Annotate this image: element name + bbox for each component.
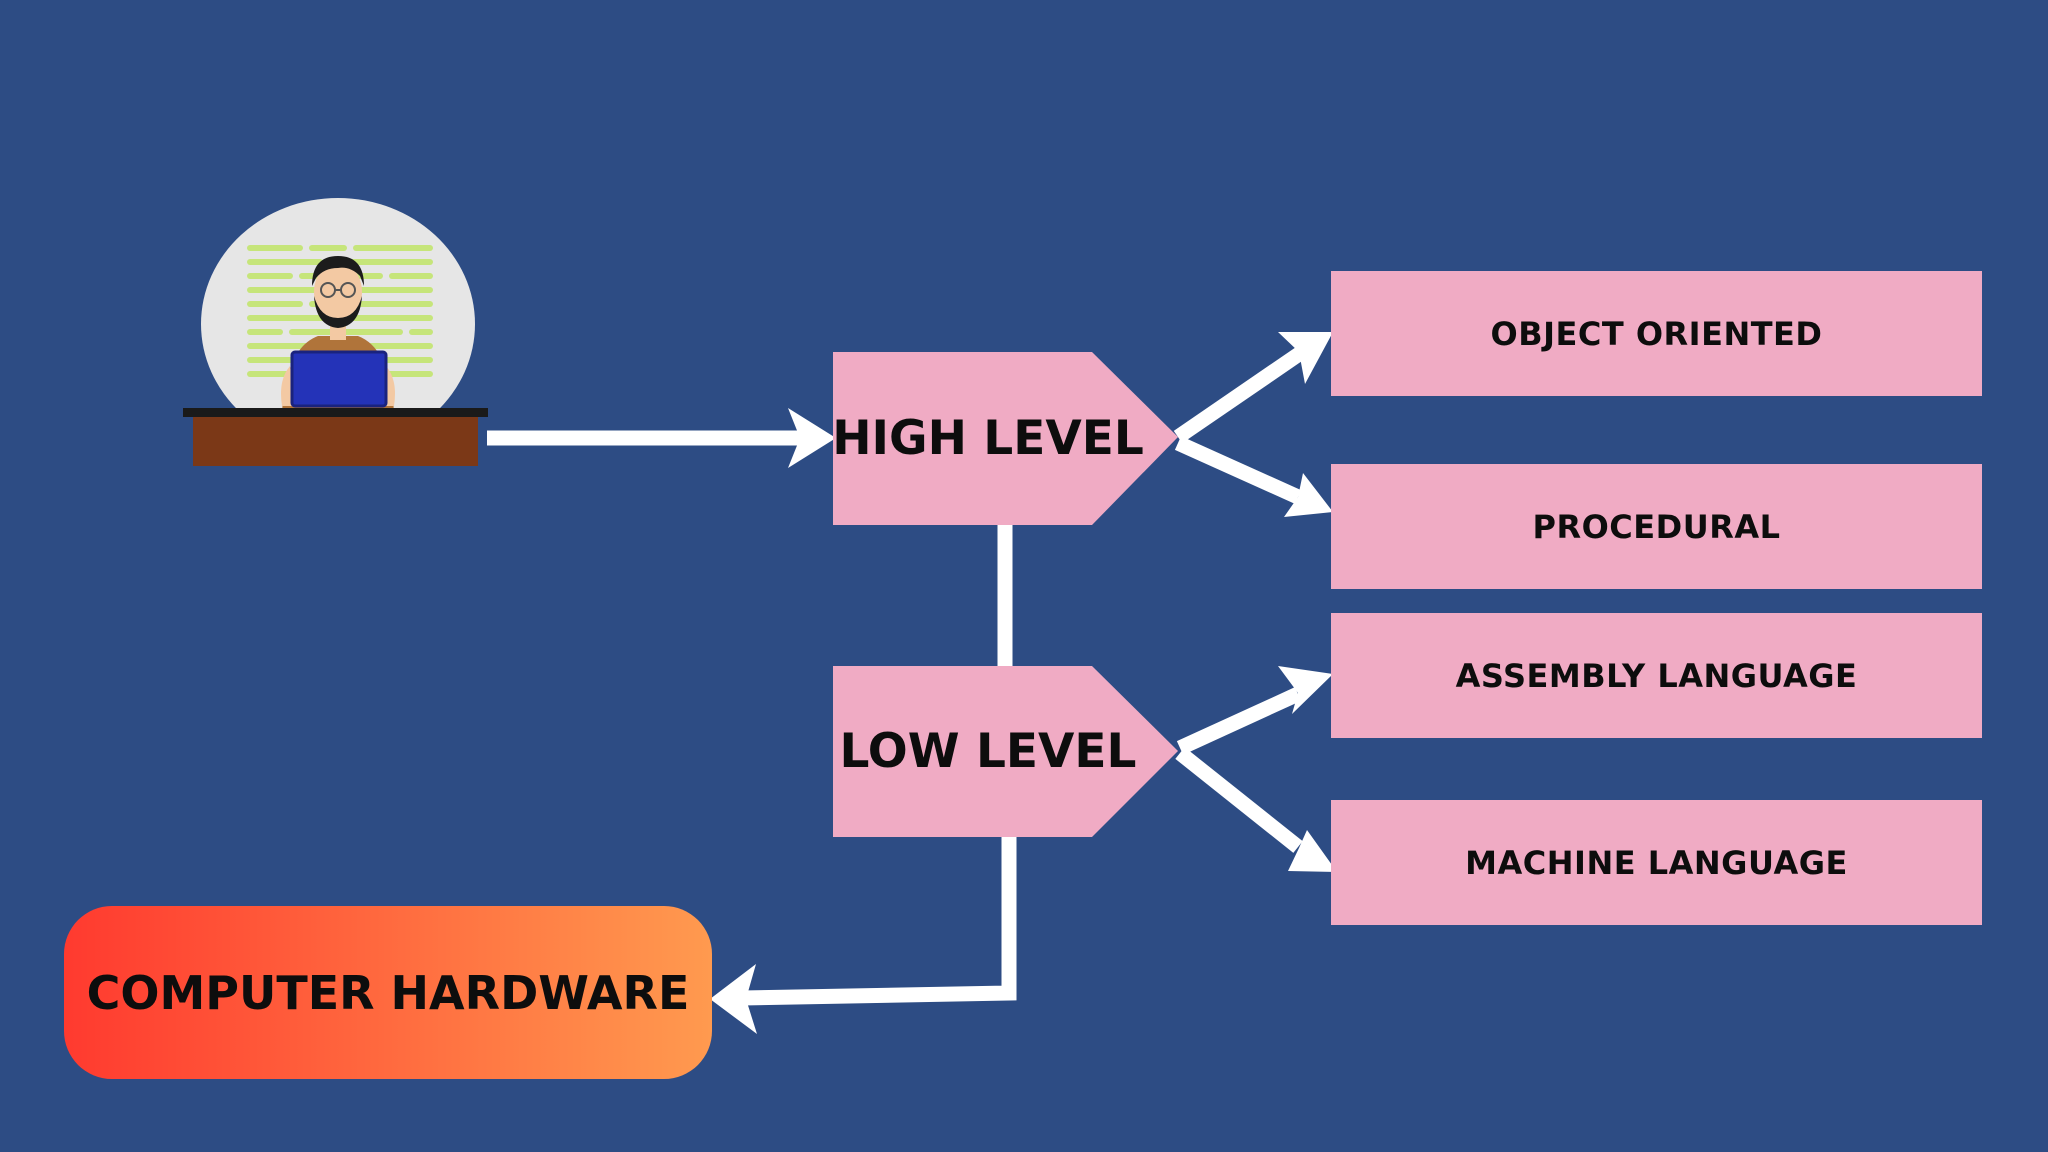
arrow-low-to-assembly	[1176, 687, 1302, 755]
assembly-language-node-shape	[1331, 613, 1982, 738]
procedural-node-shape	[1331, 464, 1982, 589]
high-level-node-shape	[833, 352, 1178, 525]
low-level-node-shape	[833, 666, 1178, 837]
computer-hardware-node-shape	[64, 906, 712, 1079]
arrow-high-to-object-oriented	[1173, 345, 1307, 444]
programmer-at-laptop-icon	[183, 198, 488, 466]
arrow-low-level-to-hardware	[741, 836, 1017, 1006]
connectors	[487, 345, 1307, 1006]
machine-language-node-shape	[1331, 800, 1982, 925]
object-oriented-node-shape	[1331, 271, 1982, 396]
arrowheads	[710, 332, 1337, 1034]
arrow-high-to-procedural	[1174, 436, 1302, 504]
arrow-low-to-machine	[1175, 747, 1303, 853]
